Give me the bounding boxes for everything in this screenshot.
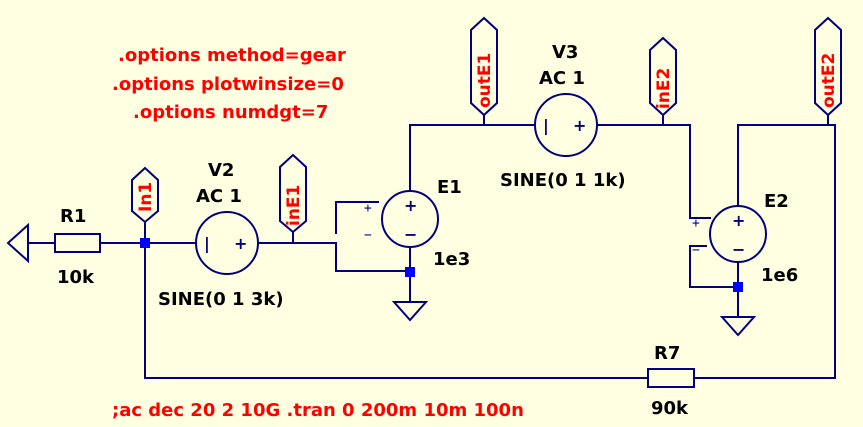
net-label-ine2-flag[interactable]: [649, 36, 677, 117]
wire-r7-in1: [144, 242, 649, 379]
directive-analysis[interactable]: ;ac dec 20 2 10G .tran 0 200m 10m 100n: [112, 400, 524, 421]
directive-options-numdgt[interactable]: .options numdgt=7: [133, 102, 328, 123]
r7-value: 90k: [651, 398, 689, 419]
resistor-r7[interactable]: [647, 368, 695, 388]
e1-out-plus: +: [404, 196, 417, 215]
wire-e2-minus: [689, 245, 739, 288]
e2-in-minus: −: [692, 243, 700, 258]
e1-in-plus: +: [364, 201, 372, 216]
e1-out-minus: −: [404, 225, 417, 244]
net-label-ine1-text: inE1: [284, 185, 304, 226]
wire-to-e2-plus: [689, 124, 711, 219]
v3-name: V3: [552, 42, 578, 63]
e2-out-plus: +: [732, 211, 745, 230]
net-label-ine2[interactable]: inE2: [649, 36, 677, 117]
dependent-source-e2[interactable]: + − + −: [692, 205, 767, 263]
v3-plus-symbol: +: [573, 116, 586, 135]
net-label-oute2[interactable]: outE2: [814, 16, 842, 117]
junction-e1-gnd: [405, 267, 415, 277]
v2-ac: AC 1: [196, 186, 242, 207]
wire-e2-out: [694, 124, 836, 379]
net-label-in1-flag[interactable]: [131, 166, 159, 224]
v3-source: SINE(0 1 1k): [500, 170, 626, 191]
e2-in-plus: +: [692, 216, 700, 231]
r1-value: 10k: [57, 267, 95, 288]
junction-in1: [140, 238, 150, 248]
dependent-source-e1-circle[interactable]: [381, 190, 439, 248]
e1-in-minus: −: [364, 228, 372, 243]
net-label-ine1[interactable]: inE1: [279, 153, 307, 234]
dependent-source-e2-circle[interactable]: [709, 205, 767, 263]
v2-name: V2: [208, 160, 234, 181]
resistor-r1-body[interactable]: [54, 233, 101, 253]
v2-plus-symbol: +: [234, 234, 247, 253]
e2-name: E2: [764, 191, 789, 212]
net-label-oute1-text: outE1: [475, 53, 495, 108]
dependent-source-e1[interactable]: + − + −: [364, 190, 439, 248]
v3-minus-symbol: |: [543, 116, 549, 136]
junction-e2-gnd: [733, 282, 743, 292]
wire-e1-out: [409, 124, 536, 191]
resistor-r7-body[interactable]: [647, 368, 695, 388]
v2-minus-symbol: |: [204, 234, 210, 254]
directive-options-method[interactable]: .options method=gear: [118, 45, 346, 66]
e1-gain: 1e3: [433, 249, 470, 270]
voltage-source-v3[interactable]: | +: [534, 93, 598, 157]
net-label-in1-text: In1: [136, 182, 156, 212]
r1-name: R1: [60, 206, 86, 227]
wire-e1-input: [335, 242, 411, 272]
net-label-ine2-text: inE2: [654, 68, 674, 109]
net-label-oute2-text: outE2: [819, 53, 839, 108]
e2-out-minus: −: [732, 240, 745, 259]
net-label-ine1-flag[interactable]: [279, 153, 307, 234]
e1-name: E1: [437, 177, 462, 198]
ground-left-icon[interactable]: [6, 222, 29, 264]
net-label-oute1-flag[interactable]: [470, 16, 498, 117]
voltage-source-v2[interactable]: | +: [195, 211, 259, 275]
net-label-oute2-flag[interactable]: [814, 16, 842, 117]
e2-gain: 1e6: [761, 265, 798, 286]
ground-e2-icon[interactable]: [719, 316, 757, 337]
voltage-source-v2-circle[interactable]: [195, 211, 259, 275]
v2-source: SINE(0 1 3k): [158, 289, 284, 310]
v3-ac: AC 1: [539, 68, 585, 89]
resistor-r1[interactable]: [54, 233, 101, 253]
net-label-oute1[interactable]: outE1: [470, 16, 498, 117]
directive-options-plotwinsize[interactable]: .options plotwinsize=0: [112, 74, 344, 95]
wire-e1-plus-feedback: [335, 201, 379, 234]
ground-e1-icon[interactable]: [391, 301, 429, 322]
voltage-source-v3-circle[interactable]: [534, 93, 598, 157]
r7-name: R7: [654, 343, 680, 364]
net-label-in1[interactable]: In1: [131, 166, 159, 224]
